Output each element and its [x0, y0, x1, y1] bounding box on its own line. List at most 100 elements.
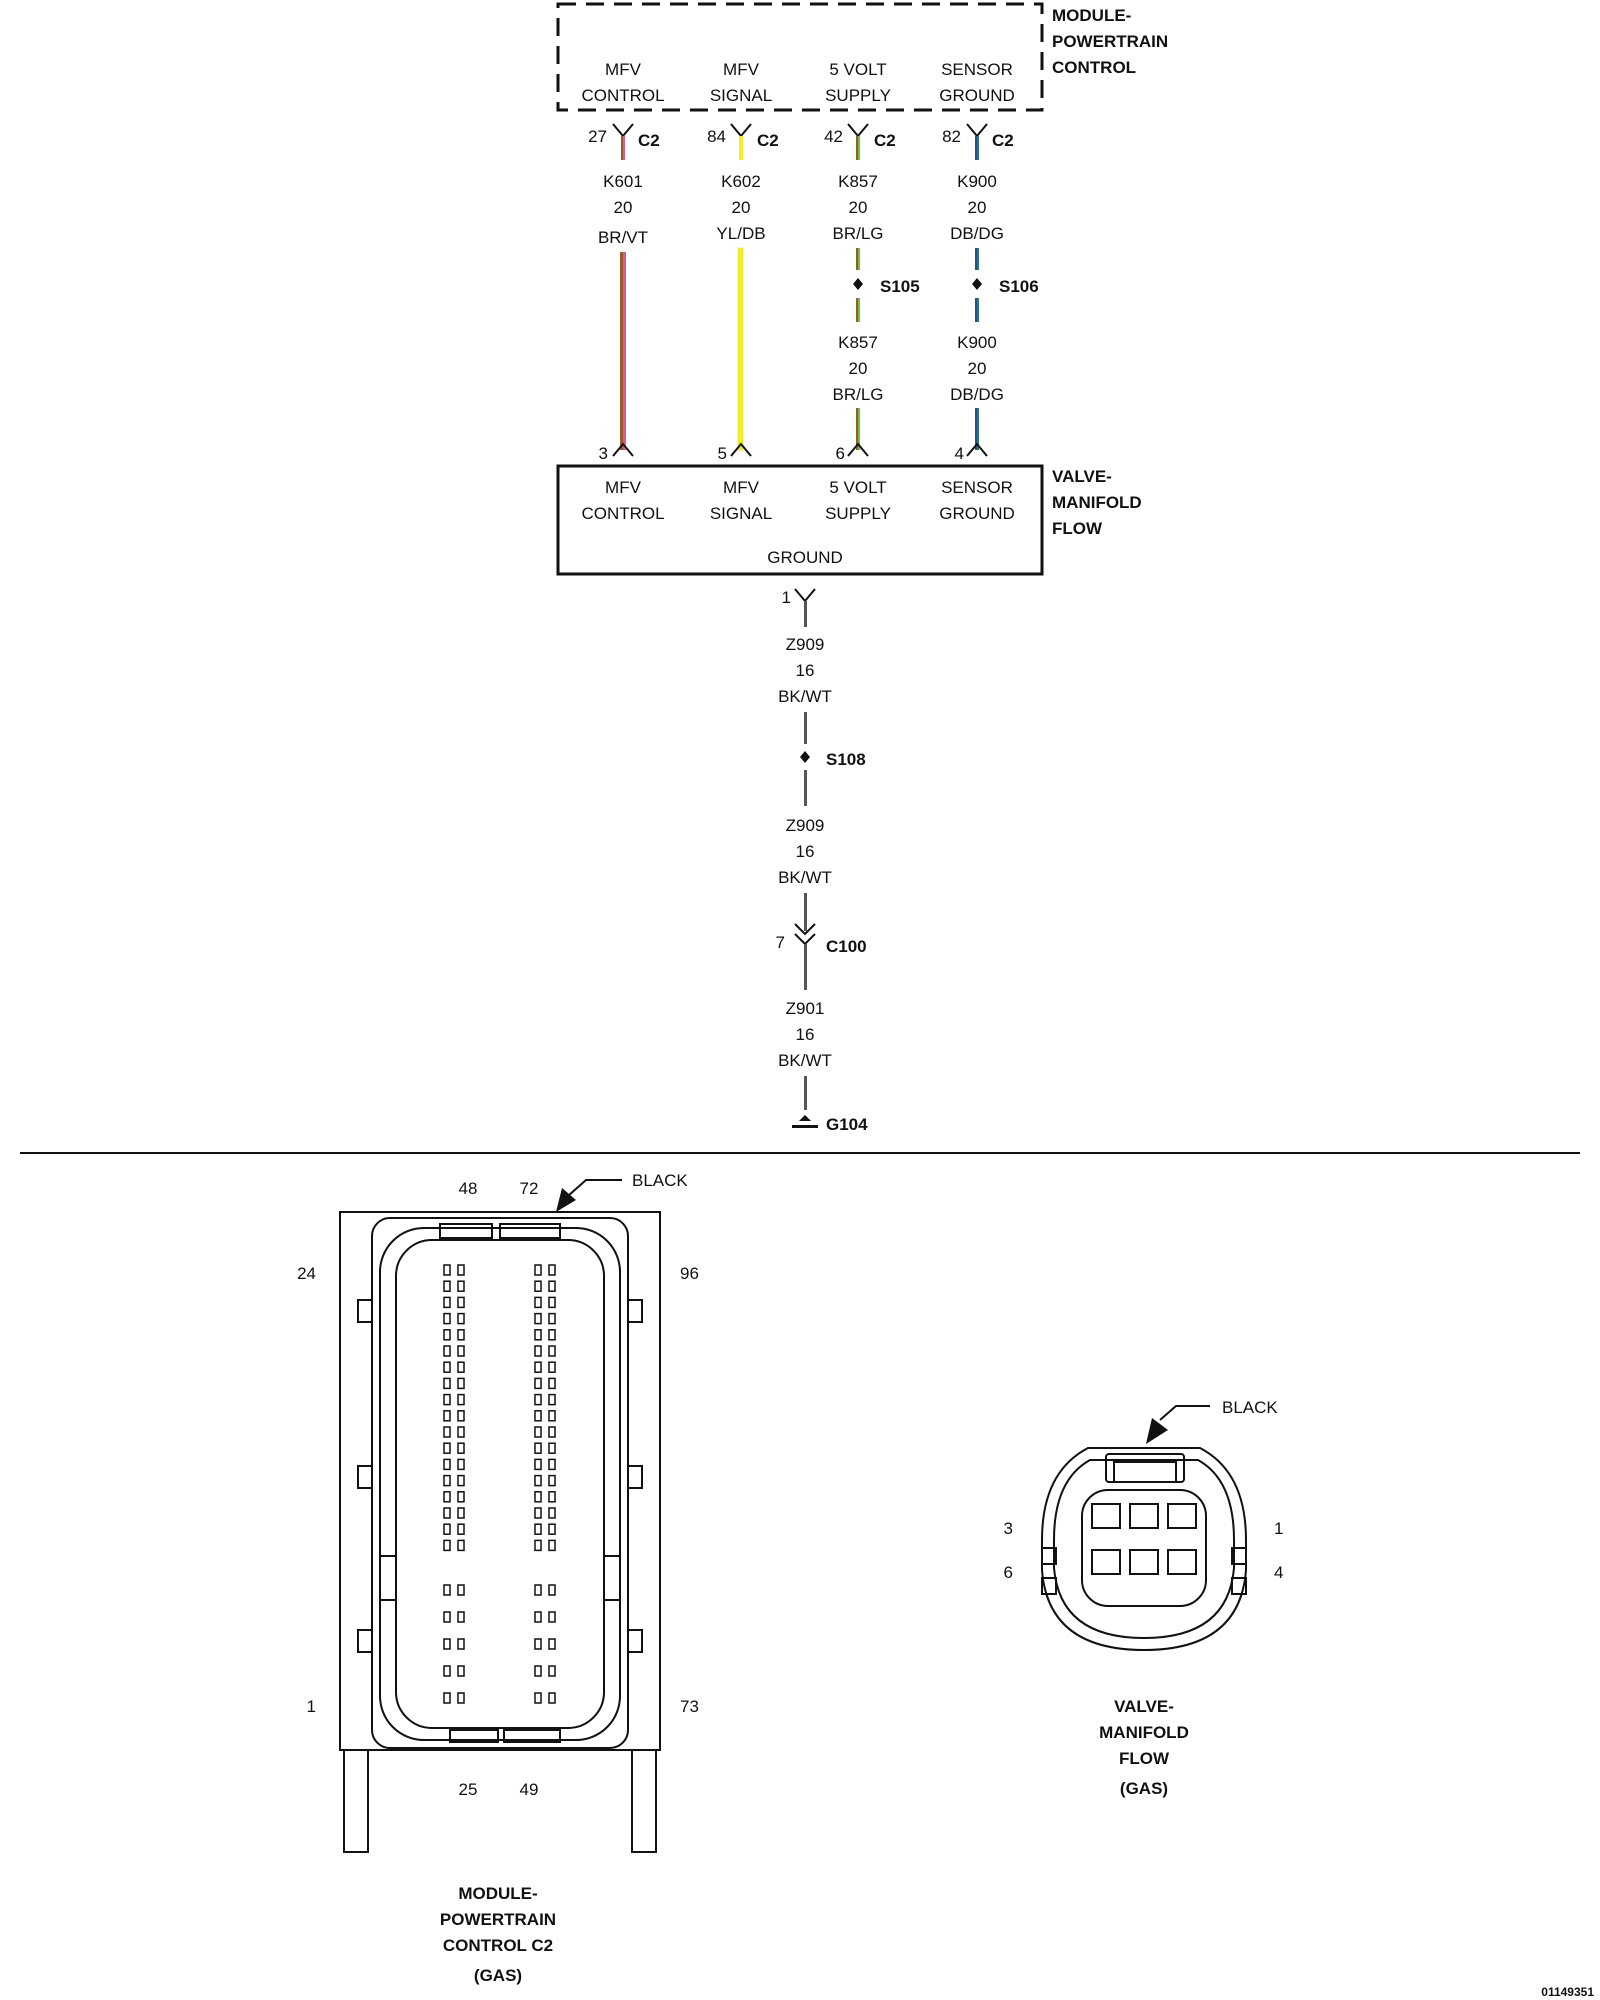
splice-s106-label: S106 — [999, 277, 1039, 296]
pcm-c2-cavity — [457, 1474, 465, 1487]
wire-k857-circuit: K857 — [838, 172, 878, 191]
pcm-c2-caption-line4: (GAS) — [474, 1966, 522, 1985]
pcm-c2-cavity — [534, 1377, 542, 1390]
ground-g104-label: G104 — [826, 1115, 868, 1134]
pcm-c2-cavity — [457, 1393, 465, 1406]
wire-z909-circuit-2: Z909 — [786, 816, 825, 835]
wire-k857-gauge: 20 — [849, 198, 868, 217]
pcm-c2-cavity — [534, 1442, 542, 1454]
pcm-c2-cavity — [548, 1410, 556, 1422]
valve-ground-label: GROUND — [767, 548, 843, 567]
pcm-c2-cavity — [548, 1638, 556, 1650]
pcm-c2-cavity — [443, 1491, 451, 1503]
pcm-c2-cavity — [548, 1361, 556, 1373]
wire-k900-gauge: 20 — [968, 198, 987, 217]
splice-s108-label: S108 — [826, 750, 866, 769]
valve-pin-label-mfv-signal-1: MFV — [723, 478, 760, 497]
wire-stub-k857 — [856, 136, 860, 160]
pcm-c2-cavity — [457, 1361, 465, 1373]
pcm-c2-cavity — [534, 1280, 542, 1292]
wire-z909-circuit: Z909 — [786, 635, 825, 654]
pcm-c2-cavities — [443, 1264, 556, 1704]
pcm-c2-cavity — [457, 1296, 465, 1309]
wire-z901-gauge: 16 — [796, 1025, 815, 1044]
pcm-c2-cavity — [534, 1665, 542, 1677]
pcm-c2-cavity — [548, 1329, 556, 1341]
pcm-c2-cavity — [443, 1611, 451, 1623]
pcm-c2-pin-96: 96 — [680, 1264, 699, 1283]
pcm-c2-cavity — [457, 1692, 465, 1704]
valve-title-line2: MANIFOLD — [1052, 493, 1142, 512]
pcm-conn-c2-4: C2 — [992, 131, 1014, 150]
valve-pin-label-sensor-ground-2: GROUND — [939, 504, 1015, 523]
wire-z901-lower — [804, 1076, 807, 1110]
pcm-pin-label-mfv-signal-2: SIGNAL — [710, 86, 772, 105]
wire-k900-lower — [975, 298, 979, 322]
pcm-c2-cavity — [457, 1523, 465, 1535]
pcm-c2-cavity — [443, 1692, 451, 1704]
pcm-c2-cavity — [443, 1361, 451, 1373]
valve-view-pin-6: 6 — [1004, 1563, 1013, 1582]
pcm-c2-color-label: BLACK — [632, 1171, 688, 1190]
valve-title-line3: FLOW — [1052, 519, 1103, 538]
pcm-c2-cavity — [548, 1345, 556, 1357]
wire-k602 — [737, 247, 744, 451]
pcm-c2-cavity — [443, 1442, 451, 1454]
valve-view-caption-line2: MANIFOLD — [1099, 1723, 1189, 1742]
pcm-c2-cavity — [534, 1393, 542, 1406]
pcm-c2-cavity — [443, 1474, 451, 1487]
pcm-c2-cavity — [548, 1426, 556, 1438]
pcm-c2-cavity — [548, 1584, 556, 1596]
wire-k900-final — [975, 408, 979, 450]
pcm-c2-cavity — [457, 1491, 465, 1503]
pcm-c2-caption-line2: POWERTRAIN — [440, 1910, 556, 1929]
pcm-c2-cavity — [443, 1507, 451, 1519]
pcm-pin-label-mfv-control-2: CONTROL — [581, 86, 664, 105]
wire-z909-lower — [804, 770, 807, 806]
valve-pin-label-mfv-signal-2: SIGNAL — [710, 504, 772, 523]
pcm-c2-pin-49: 49 — [520, 1780, 539, 1799]
valve-view-color-label: BLACK — [1222, 1398, 1278, 1417]
wire-k900-color: DB/DG — [950, 224, 1004, 243]
pcm-c2-connector-view — [339, 1211, 661, 1853]
pcm-pin-label-sensor-ground-2: GROUND — [939, 86, 1015, 105]
pcm-c2-cavity — [548, 1491, 556, 1503]
pcm-c2-cavity — [457, 1638, 465, 1650]
pcm-c2-cavity — [457, 1539, 465, 1552]
pcm-c2-cavity — [443, 1665, 451, 1677]
pcm-c2-cavity — [534, 1458, 542, 1471]
pcm-c2-cavity — [548, 1377, 556, 1390]
valve-pin-number-6: 6 — [836, 444, 845, 463]
valve-connector-view — [1041, 1447, 1247, 1652]
valve-view-color-leader — [1146, 1405, 1210, 1444]
pcm-c2-cavity — [548, 1393, 556, 1406]
valve-ground-pin-number: 1 — [782, 588, 791, 607]
valve-view-caption-line3: FLOW — [1119, 1749, 1170, 1768]
pcm-c2-cavity — [457, 1377, 465, 1390]
wire-k601-gauge: 20 — [614, 198, 633, 217]
pcm-c2-cavity — [443, 1410, 451, 1422]
valve-title-line1: VALVE- — [1052, 467, 1112, 486]
splice-s106-dot — [972, 278, 982, 290]
pcm-c2-cavity — [443, 1296, 451, 1309]
wire-k857-lower — [856, 298, 860, 322]
valve-pin-label-5v-supply-1: 5 VOLT — [829, 478, 886, 497]
pcm-c2-cavity — [443, 1584, 451, 1596]
pcm-c2-cavity — [534, 1611, 542, 1623]
valve-ground-connector-symbol — [794, 588, 816, 603]
pcm-c2-cavity — [548, 1665, 556, 1677]
wire-k602-gauge: 20 — [732, 198, 751, 217]
wire-z909-color: BK/WT — [778, 687, 832, 706]
pcm-c2-caption-line3: CONTROL C2 — [443, 1936, 553, 1955]
pcm-pin-label-5v-supply-2: SUPPLY — [825, 86, 891, 105]
pcm-c2-cavity — [534, 1426, 542, 1438]
wire-k900-circuit-2: K900 — [957, 333, 997, 352]
pcm-c2-cavity — [457, 1442, 465, 1454]
pcm-c2-cavity — [534, 1410, 542, 1422]
pcm-c2-cavity — [534, 1692, 542, 1704]
wire-z909-color-2: BK/WT — [778, 868, 832, 887]
splice-s105-label: S105 — [880, 277, 920, 296]
pcm-c2-cavity — [457, 1584, 465, 1596]
pcm-pin-number-42: 42 — [824, 127, 843, 146]
ground-g104-symbol — [792, 1115, 818, 1128]
